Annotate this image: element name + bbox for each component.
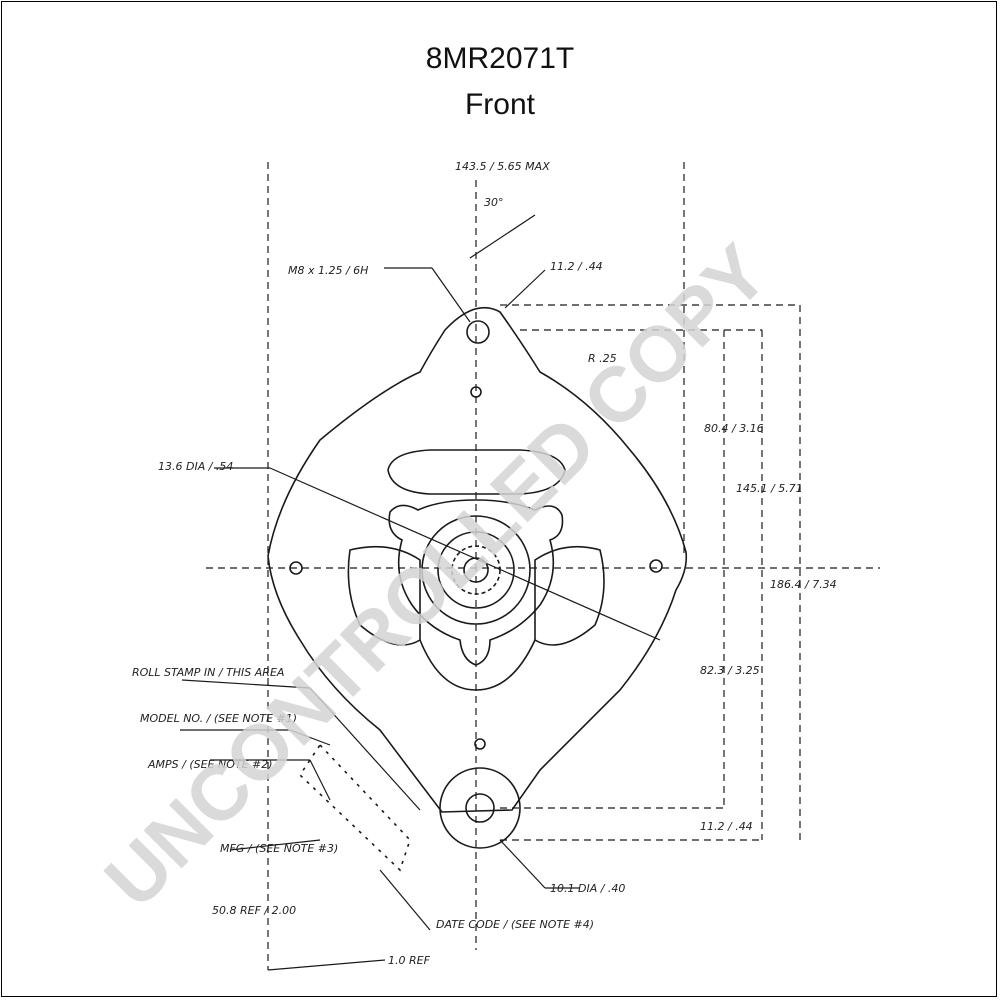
leader-lines	[180, 214, 661, 971]
bottom-dim: 11.2 / .44	[700, 820, 753, 833]
overall-width-dim: 143.5 / 5.65 MAX	[455, 160, 550, 173]
upper-rib	[387, 449, 566, 495]
roll-stamp-note: ROLL STAMP IN / THIS AREA	[132, 666, 284, 679]
left-mount-hole	[289, 561, 303, 575]
left-cooling-window	[347, 545, 421, 646]
hub-outer-ring	[421, 515, 531, 625]
top-dim: 11.2 / .44	[550, 260, 603, 273]
right-cooling-window	[534, 545, 605, 646]
right-mount-hole	[649, 559, 663, 573]
housing-outline	[267, 306, 688, 813]
upper-hole	[470, 386, 482, 398]
upper-height-dim: 80.4 / 3.16	[704, 422, 764, 435]
hub-mid-ring	[437, 531, 515, 609]
small-radius-dim: R .25	[588, 352, 617, 365]
uncontrolled-copy-watermark: UNCONTROLLED COPY	[88, 228, 785, 925]
pivot-hole	[465, 793, 495, 823]
thread-label: M8 x 1.25 / 6H	[288, 264, 368, 277]
angle-label: 30°	[484, 196, 504, 209]
shaft	[463, 557, 489, 583]
dimension-extension-lines	[206, 162, 880, 970]
total-height-dim: 186.4 / 7.34	[770, 578, 837, 591]
pivot-boss	[439, 767, 521, 849]
top-mount-hole	[466, 320, 490, 344]
model-no-note: MODEL NO. / (SEE NOTE #1)	[140, 712, 297, 725]
mfg-note: MFG / (SEE NOTE #3)	[220, 842, 338, 855]
lower-height-dim: 82.3 / 3.25	[700, 664, 760, 677]
hub-lobes	[388, 499, 564, 666]
side-dim: 50.8 REF / 2.00	[212, 904, 296, 917]
center-height-dim: 145.1 / 5.71	[736, 482, 803, 495]
stamp-area	[298, 743, 411, 872]
face-dia-dim: 13.6 DIA / .54	[158, 460, 233, 473]
part-number-title: 8MR2071T	[425, 42, 575, 75]
view-title: Front	[464, 88, 536, 121]
rating-note: AMPS / (SEE NOTE #2)	[147, 758, 273, 771]
lower-hole	[474, 738, 486, 750]
lower-left-dim: 1.0 REF	[388, 954, 431, 967]
lower-cooling-window	[419, 639, 536, 691]
pivot-dia-dim: 10.1 DIA / .40	[550, 882, 625, 895]
date-code-note: DATE CODE / (SEE NOTE #4)	[436, 918, 594, 931]
